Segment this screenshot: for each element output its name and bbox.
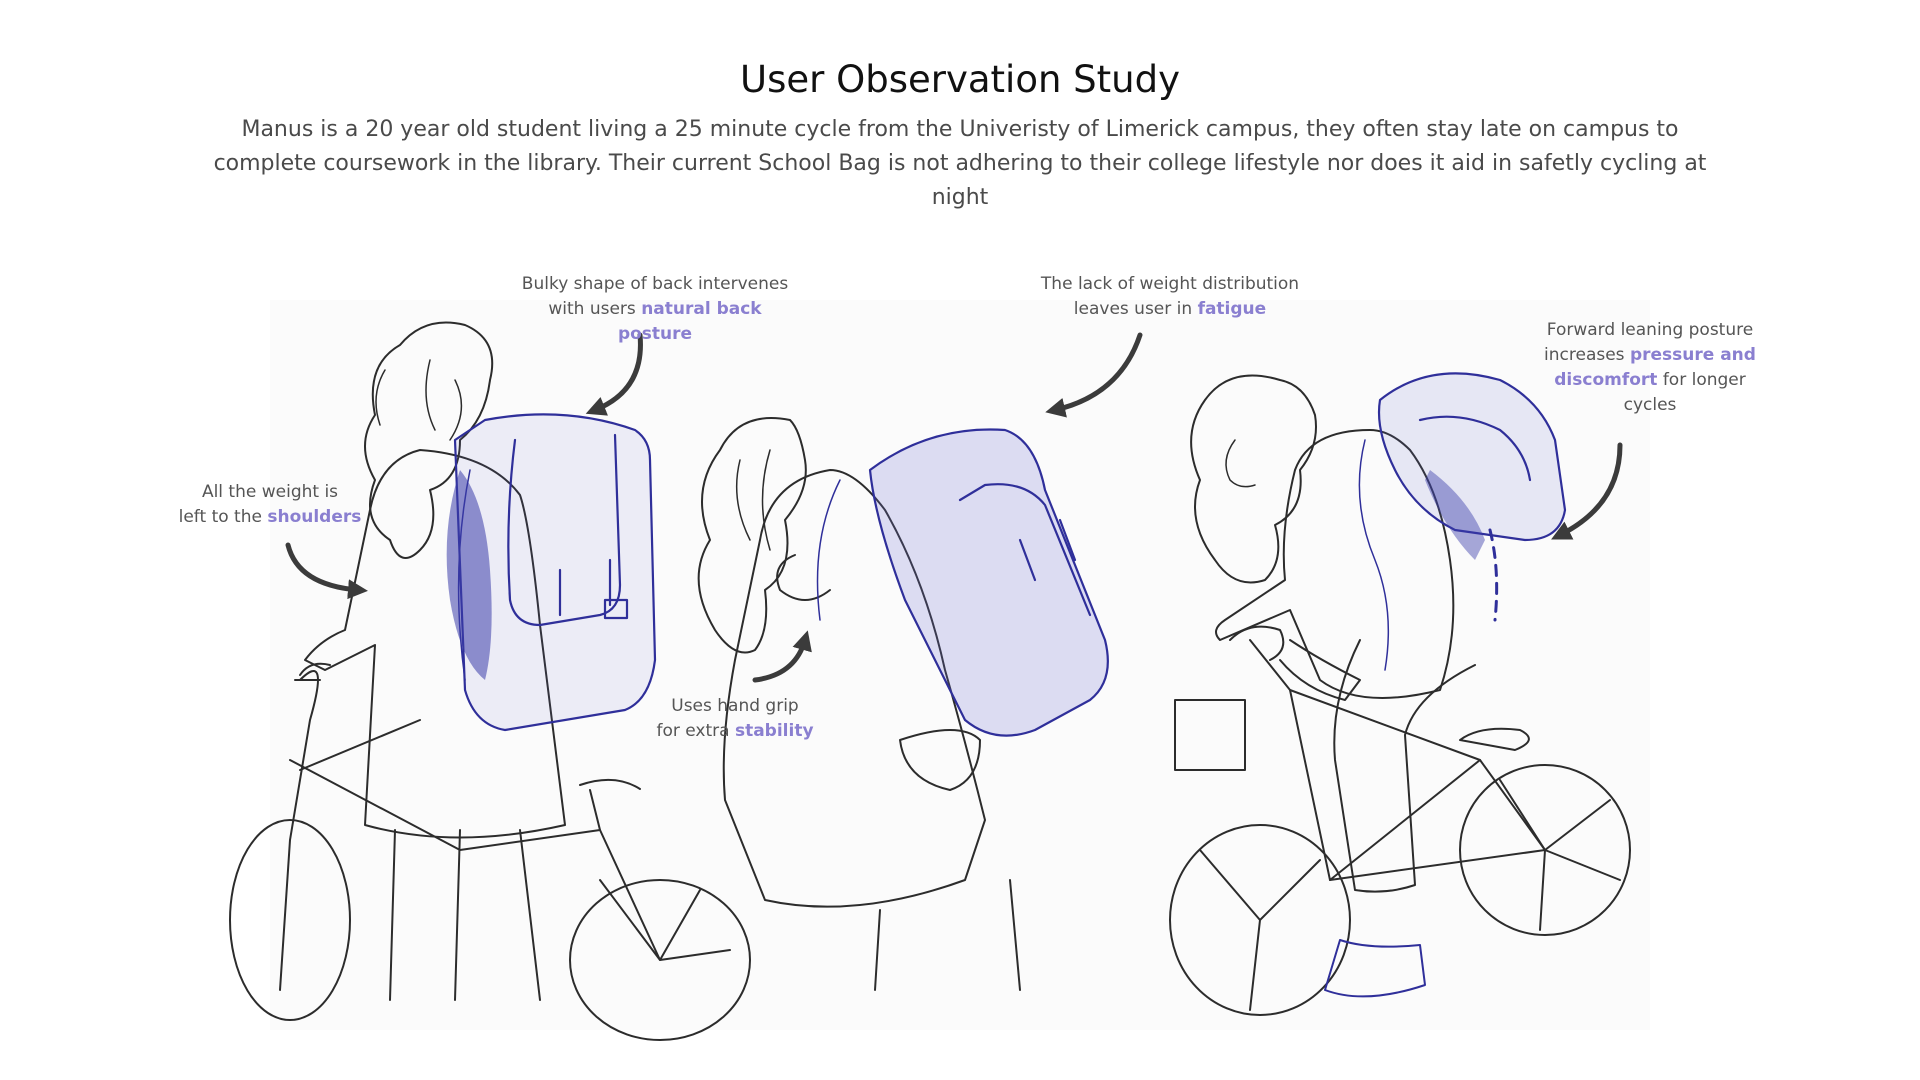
annotation-pressure-highlight: pressure and xyxy=(1629,345,1756,365)
jacket-sketch-3 xyxy=(1215,429,1455,699)
arrow-stability xyxy=(752,630,812,683)
annotation-pressure-pre: increases xyxy=(1544,345,1630,365)
arrow-fatigue xyxy=(1045,332,1143,418)
annotation-pressure-highlight2: discomfort xyxy=(1554,370,1658,390)
coat-sketch-2 xyxy=(722,469,986,908)
annotation-posture-line1: Bulky shape of back intervenes xyxy=(521,274,789,294)
annotation-fatigue-line1: The lack of weight distribution xyxy=(1040,274,1300,294)
hair-sketch-3 xyxy=(1190,374,1317,584)
annotation-posture-highlight: natural back posture xyxy=(617,299,762,344)
annotation-pressure-line1: Forward leaning posture xyxy=(1546,320,1754,340)
hair-sketch-2 xyxy=(697,417,807,654)
arrow-posture xyxy=(585,332,643,416)
annotation-shoulders-highlight: shoulders xyxy=(267,507,362,527)
annotation-stability: Uses hand grip for extra stability xyxy=(640,694,830,744)
standing-student-with-bicycle xyxy=(229,321,751,1041)
back-strain-wash-3 xyxy=(1425,470,1485,560)
hunched-student-gripping-strap xyxy=(697,417,1109,991)
backpack-sketch-1 xyxy=(453,413,657,732)
arrow-pressure xyxy=(1551,442,1623,540)
annotation-pressure-line4: cycles xyxy=(1623,395,1677,415)
cycling-student-leaning-forward xyxy=(1169,372,1631,1016)
bicycle-sketch-3 xyxy=(1169,625,1631,1016)
annotation-stability-highlight: stability xyxy=(734,721,814,741)
sketch-background xyxy=(270,300,1650,1030)
backpack-sketch-2 xyxy=(816,428,1109,737)
annotation-shoulders-pre: left to the xyxy=(178,507,268,527)
annotation-stability-pre: for extra xyxy=(656,721,735,741)
annotation-shoulders: All the weight is left to the shoulders xyxy=(170,480,370,530)
arrow-shoulders xyxy=(285,542,368,600)
annotation-fatigue: The lack of weight distribution leaves u… xyxy=(1030,272,1310,322)
annotation-shoulders-line1: All the weight is xyxy=(201,482,339,502)
page-title: User Observation Study xyxy=(740,58,1180,101)
jacket-sketch-1 xyxy=(304,449,566,839)
annotation-stability-line1: Uses hand grip xyxy=(671,696,799,716)
page-subtitle: Manus is a 20 year old student living a … xyxy=(213,117,1707,210)
annotation-pressure: Forward leaning posture increases pressu… xyxy=(1530,318,1770,418)
annotation-pressure-post: for longer xyxy=(1657,370,1746,390)
hair-sketch-1 xyxy=(364,321,494,559)
annotation-posture: Bulky shape of back intervenes with user… xyxy=(515,272,795,347)
shoulder-strap-wash-1 xyxy=(446,470,492,680)
annotation-posture-pre: with users xyxy=(548,299,642,319)
annotation-fatigue-pre: leaves user in xyxy=(1073,299,1198,319)
annotation-fatigue-highlight: fatigue xyxy=(1197,299,1267,319)
